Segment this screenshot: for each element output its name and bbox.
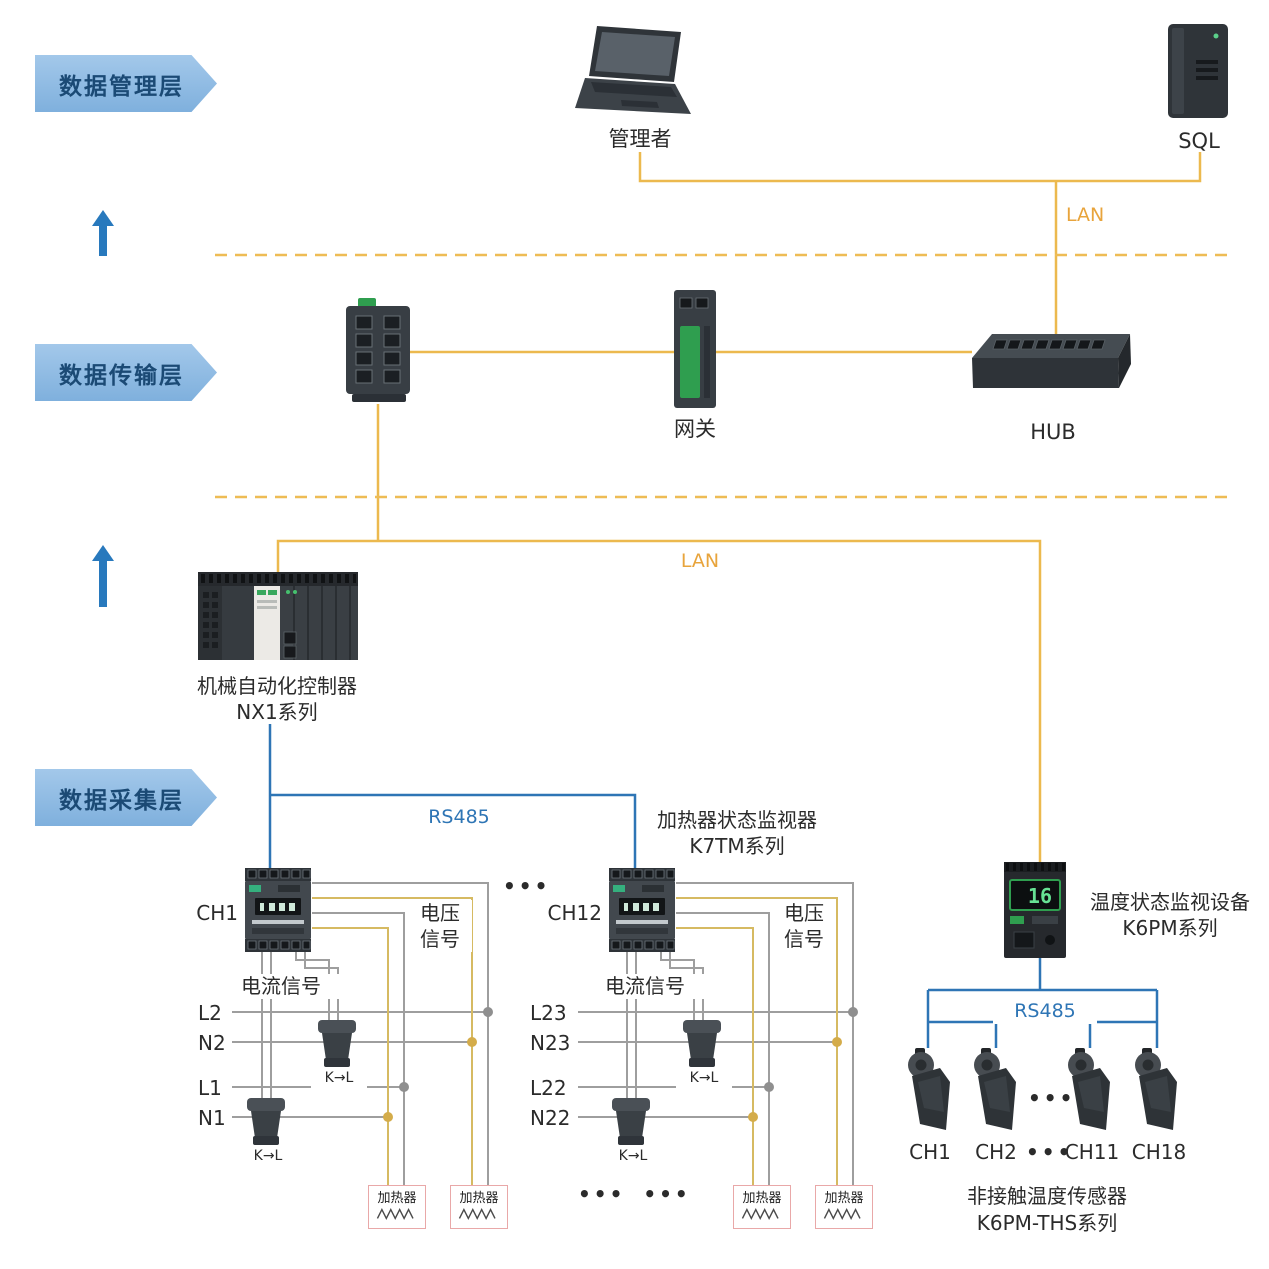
rs485-connections xyxy=(268,724,1159,1048)
k6pm-monitor-icon: 16 xyxy=(1002,862,1068,962)
voltage-line1: 电压 xyxy=(420,901,460,925)
ths-name-line2: K6PM-THS系列 xyxy=(976,1211,1118,1235)
wire-label-L23: L23 xyxy=(530,1001,567,1025)
voltage-wires-gray xyxy=(312,882,854,1185)
nx1-name-line2: NX1系列 xyxy=(236,700,318,724)
sensor-ch18-label: CH18 xyxy=(1131,1140,1187,1164)
layer-separators xyxy=(215,253,1235,499)
current-transformer-icon xyxy=(611,1098,651,1148)
wire-label-N23: N23 xyxy=(530,1031,571,1055)
temp-sensor-ch1-icon xyxy=(906,1048,954,1136)
junction-dots xyxy=(383,1007,858,1122)
heater-box: 加热器 xyxy=(815,1185,873,1229)
heater-label: 加热器 xyxy=(742,1191,782,1206)
ellipsis-devices: ••• xyxy=(503,874,551,898)
ch12-label: CH12 xyxy=(547,901,602,925)
ch1-label: CH1 xyxy=(196,901,238,925)
sensor-bracket-left xyxy=(928,1020,998,1048)
resistor-icon xyxy=(741,1207,779,1221)
current-signal-label-right: 电流信号 xyxy=(586,974,704,999)
wire-label-L22: L22 xyxy=(530,1076,567,1100)
ellipsis-sensors: ••• xyxy=(1028,1086,1076,1110)
wire-label-N1: N1 xyxy=(198,1106,226,1130)
sensor-bracket-right xyxy=(1088,1020,1157,1048)
gateway-icon xyxy=(670,288,720,410)
sensor-ch11-label: CH11 xyxy=(1064,1140,1120,1164)
k7tm-monitor-ch12-icon xyxy=(608,868,676,952)
rs485-right-label: RS485 xyxy=(993,1000,1097,1024)
k7tm-name-line1: 加热器状态监视器 xyxy=(657,808,817,832)
current-transformer-icon xyxy=(317,1020,357,1070)
heater-box: 加热器 xyxy=(450,1185,508,1229)
rs485-left-label: RS485 xyxy=(407,806,511,830)
sensor-ch1-label: CH1 xyxy=(909,1140,951,1164)
nx1-controller-icon xyxy=(198,572,358,664)
kl-arrow-label: K→L xyxy=(240,1148,296,1166)
dots: ••• xyxy=(578,1182,626,1206)
ellipsis-channels: ••• xyxy=(1026,1140,1074,1164)
current-transformer-icon xyxy=(682,1020,722,1070)
voltage-signal-label-left: 电压 信号 xyxy=(408,900,472,952)
current-transformer-icon xyxy=(246,1098,286,1148)
k6pm-name-line1: 温度状态监视设备 xyxy=(1090,890,1250,914)
voltage-line1: 电压 xyxy=(784,901,824,925)
heater-label: 加热器 xyxy=(377,1191,417,1206)
voltage-line2: 信号 xyxy=(420,927,460,951)
temp-sensor-ch18-icon xyxy=(1133,1048,1181,1136)
banner-data-transmission: 数据传输层 xyxy=(35,344,217,401)
resistor-icon xyxy=(458,1207,496,1221)
k6pm-display-value: 16 xyxy=(1028,884,1052,908)
banner-data-management: 数据管理层 xyxy=(35,55,217,112)
hub-icon xyxy=(966,328,1136,402)
gateway-label: 网关 xyxy=(674,417,716,441)
heater-box: 加热器 xyxy=(733,1185,791,1229)
heater-box: 加热器 xyxy=(368,1185,426,1229)
resistor-icon xyxy=(376,1207,414,1221)
ths-name-line1: 非接触温度传感器 xyxy=(967,1184,1127,1208)
current-signal-label-left: 电流信号 xyxy=(222,974,340,999)
wire-label-N22: N22 xyxy=(530,1106,571,1130)
banner-data-acquisition: 数据采集层 xyxy=(35,769,217,826)
admin-label: 管理者 xyxy=(608,127,672,151)
sensor-ch2-label: CH2 xyxy=(975,1140,1017,1164)
lan-top-line xyxy=(638,152,1202,183)
lan-bottom-line xyxy=(276,539,1042,864)
ellipsis-heaters: ••• ••• xyxy=(578,1182,691,1207)
temp-sensor-ch2-icon xyxy=(972,1048,1020,1136)
banner-label: 数据传输层 xyxy=(59,362,184,389)
k7tm-name-line2: K7TM系列 xyxy=(689,834,785,858)
temp-sensor-ch11-icon xyxy=(1066,1048,1114,1136)
kl-arrow-label: K→L xyxy=(605,1148,661,1166)
nx1-name-line1: 机械自动化控制器 xyxy=(197,674,357,698)
heater-label: 加热器 xyxy=(459,1191,499,1206)
up-arrow-icon xyxy=(92,545,114,607)
lan-top-label: LAN xyxy=(1066,204,1105,226)
resistor-icon xyxy=(823,1207,861,1221)
lan-bottom-label: LAN xyxy=(662,550,738,574)
up-arrow-icon xyxy=(92,210,114,256)
voltage-signal-label-right: 电压 信号 xyxy=(772,900,836,952)
wire-label-L2: L2 xyxy=(198,1001,222,1025)
voltage-line2: 信号 xyxy=(784,927,824,951)
sql-server-icon xyxy=(1166,22,1232,122)
k6pm-name-line2: K6PM系列 xyxy=(1122,916,1218,940)
dots: ••• xyxy=(643,1182,691,1206)
heater-label: 加热器 xyxy=(824,1191,864,1206)
banner-label: 数据管理层 xyxy=(59,73,184,100)
kl-arrow-label: K→L xyxy=(676,1070,732,1088)
admin-laptop-icon xyxy=(575,24,705,126)
banner-label: 数据采集层 xyxy=(59,787,184,814)
nx1-ch12-line xyxy=(270,793,637,868)
wire-label-N2: N2 xyxy=(198,1031,226,1055)
ethernet-switch-icon xyxy=(344,298,414,404)
wire-label-L1: L1 xyxy=(198,1076,222,1100)
sql-label: SQL xyxy=(1178,129,1220,153)
hub-label: HUB xyxy=(1030,420,1076,444)
voltage-wires-yellow xyxy=(312,897,838,1185)
k7tm-monitor-ch1-icon xyxy=(244,868,312,952)
kl-arrow-label: K→L xyxy=(311,1070,367,1088)
lan-connections xyxy=(276,152,1202,864)
